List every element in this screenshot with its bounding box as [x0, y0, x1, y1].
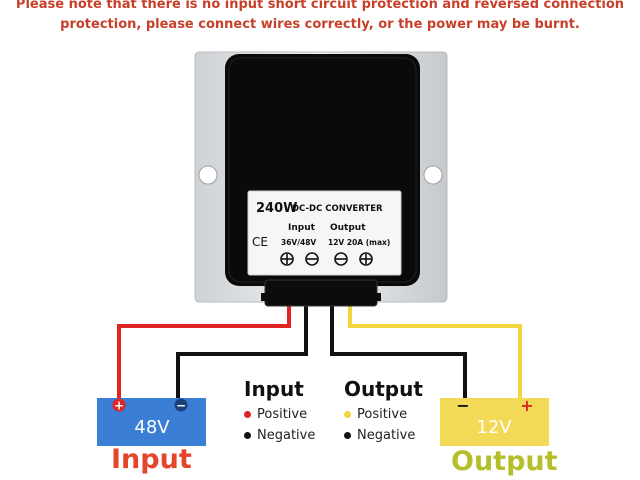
- device-type: DC-DC CONVERTER: [292, 204, 383, 214]
- output-battery-voltage: 12V: [476, 417, 512, 438]
- black-dot-icon: [244, 432, 251, 439]
- warning-text-line-2: protection, please connect wires correct…: [60, 17, 580, 32]
- input-negative-wire: [176, 296, 308, 398]
- output-spec: 12V 20A (max): [328, 238, 390, 247]
- output-battery: [440, 398, 549, 446]
- legend-output-positive: Positive: [344, 407, 407, 422]
- legend-output-negative-label: Negative: [357, 428, 416, 443]
- input-positive-wire: [117, 296, 291, 398]
- output-label: Output: [451, 446, 558, 477]
- legend-input-title: Input: [244, 377, 304, 401]
- terminal-output-positive-icon: [359, 252, 373, 266]
- device-power: 240W: [256, 201, 297, 216]
- legend-input-positive: Positive: [244, 407, 307, 422]
- legend-input-negative: Negative: [244, 428, 315, 443]
- black-dot-icon: [344, 432, 351, 439]
- ce-mark: CE: [252, 235, 268, 249]
- input-battery-voltage: 48V: [134, 417, 170, 438]
- legend-input-positive-label: Positive: [257, 407, 308, 422]
- legend-output-title: Output: [344, 377, 423, 401]
- red-dot-icon: [244, 411, 251, 418]
- output-header: Output: [330, 223, 366, 233]
- yellow-dot-icon: [344, 411, 351, 418]
- input-label: Input: [111, 444, 192, 475]
- terminal-output-negative-icon: [334, 252, 348, 266]
- wire-outlet: [264, 279, 378, 307]
- mounting-hole-left: [198, 165, 218, 185]
- output-positive-wire: [348, 296, 522, 398]
- output-negative-wire: [330, 296, 467, 398]
- input-header: Input: [288, 223, 316, 233]
- legend-output-positive-label: Positive: [357, 407, 408, 422]
- output-battery-minus-icon: −: [456, 396, 469, 415]
- mounting-hole-right: [423, 165, 443, 185]
- terminal-input-negative-icon: [305, 252, 319, 266]
- input-battery-plus-icon: +: [114, 399, 124, 413]
- terminal-input-positive-icon: [280, 252, 294, 266]
- input-battery-minus-icon: −: [176, 399, 186, 413]
- output-battery-plus-icon: +: [520, 396, 533, 415]
- input-range: 36V/48V: [281, 238, 316, 247]
- legend-input-negative-label: Negative: [257, 428, 316, 443]
- warning-text-line-1: Please note that there is no input short…: [15, 0, 625, 12]
- legend-output-negative: Negative: [344, 428, 415, 443]
